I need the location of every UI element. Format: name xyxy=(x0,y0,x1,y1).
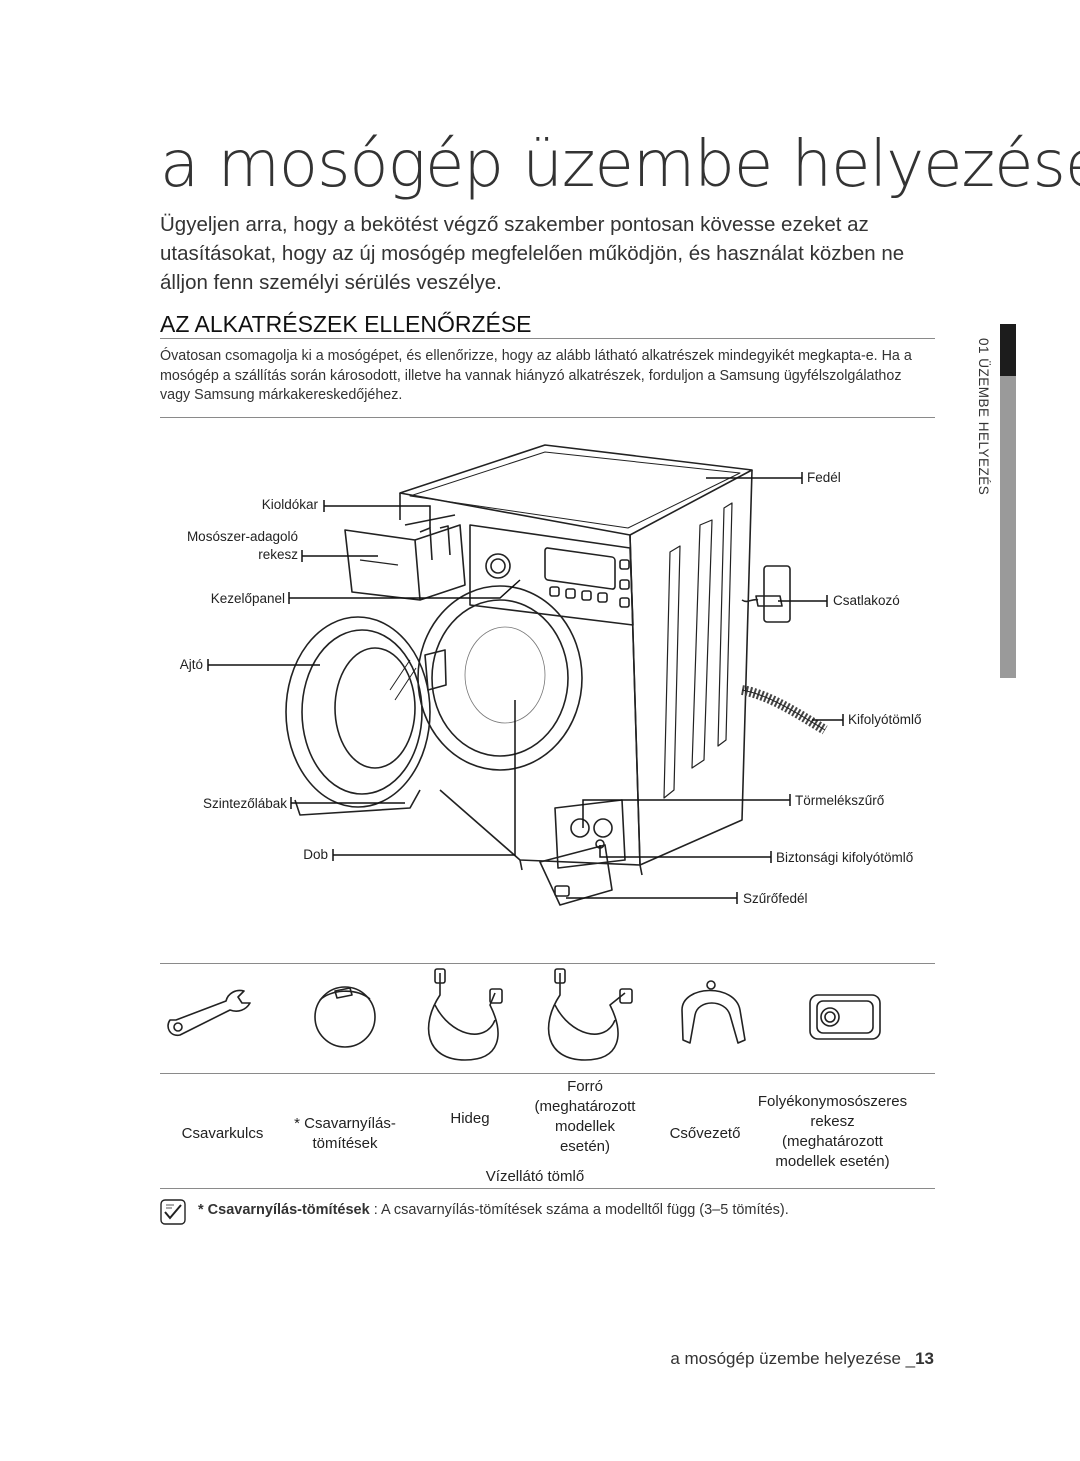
chapter-side-tab: 01 ÜZEMBE HELYEZÉS xyxy=(968,324,1018,678)
label-door: Ajtó xyxy=(179,657,203,672)
spanner-icon xyxy=(167,989,251,1037)
plug-socket xyxy=(763,565,791,623)
label-emergency-drain: Biztonsági kifolyótömlő xyxy=(776,850,914,865)
side-tab-label: 01 ÜZEMBE HELYEZÉS xyxy=(976,338,991,496)
accessories-mid-divider xyxy=(160,1073,935,1074)
page-title: a mosógép üzembe helyezése xyxy=(160,128,1080,202)
hole-cap-icon xyxy=(314,986,376,1048)
drum-opening xyxy=(417,585,583,771)
debris-filter-frame xyxy=(554,799,626,869)
section-title: AZ ALKATRÉSZEK ELLENŐRZÉSE xyxy=(160,311,532,337)
body-divider xyxy=(160,417,935,418)
leveling-feet xyxy=(294,789,421,816)
accessory-cold-hose: Hideg xyxy=(450,1110,490,1127)
label-control-panel: Kezelőpanel xyxy=(210,591,285,606)
label-drum: Dob xyxy=(303,847,328,862)
liquid-compartment-icon xyxy=(809,994,881,1040)
label-drain-hose: Kifolyótömlő xyxy=(848,712,922,727)
label-lid: Fedél xyxy=(807,470,841,485)
drain-hose-shape xyxy=(740,685,828,735)
accessory-liquid-compartment-line4: modellek esetén) xyxy=(775,1153,890,1170)
filter-cover-shape xyxy=(539,844,613,906)
note-icon xyxy=(160,1199,186,1225)
label-filter-cover: Szűrőfedél xyxy=(743,891,808,906)
accessory-hole-caps-line1: * Csavarnyílás- xyxy=(294,1115,396,1132)
section-divider xyxy=(160,338,935,339)
accessory-hot-hose-line2: (meghatározott xyxy=(534,1098,636,1115)
control-panel-shape xyxy=(469,524,634,626)
label-plug: Csatlakozó xyxy=(833,593,900,608)
side-tab-bar xyxy=(1000,376,1016,678)
note-text: * Csavarnyílás-tömítések : A csavarnyílá… xyxy=(198,1202,789,1218)
hose-guide-icon xyxy=(681,980,746,1044)
label-detergent-drawer: Mosószer-adagoló xyxy=(186,529,298,544)
accessory-hot-hose-line4: esetén) xyxy=(559,1138,611,1155)
washing-machine-diagram xyxy=(207,444,844,906)
hot-hose-icon xyxy=(547,968,633,1061)
cold-hose-icon xyxy=(427,968,503,1061)
accessory-liquid-compartment-line1: Folyékonymosószeres xyxy=(757,1093,908,1110)
accessory-liquid-compartment: Folyékonymosószeres rekesz (meghatározot… xyxy=(750,1092,915,1172)
accessory-hose-guide: Csővezető xyxy=(669,1125,741,1142)
accessory-hole-caps-line2: tömítések xyxy=(312,1135,378,1152)
accessories-illustrations xyxy=(167,968,881,1061)
accessory-hole-caps: * Csavarnyílás- tömítések xyxy=(280,1114,410,1154)
label-debris-filter: Törmelékszűrő xyxy=(795,793,885,808)
accessory-water-supply-hose: Vízellátó tömlő xyxy=(485,1168,585,1185)
front-panel xyxy=(399,493,641,866)
accessory-liquid-compartment-line3: (meghatározott xyxy=(782,1133,883,1150)
accessories-bottom-divider xyxy=(160,1188,935,1189)
note-bold: * Csavarnyílás-tömítések xyxy=(198,1202,370,1218)
intro-paragraph: Ügyeljen arra, hogy a bekötést végző sza… xyxy=(160,213,905,294)
door-shape xyxy=(285,616,431,808)
detergent-drawer-front xyxy=(344,529,421,601)
label-leveling-feet: Szintezőlábak xyxy=(202,796,287,811)
accessory-spanner: Csavarkulcs xyxy=(181,1125,264,1142)
label-release-lever: Kioldókar xyxy=(261,497,318,512)
accessory-hot-hose-line3: modellek xyxy=(554,1118,616,1135)
accessory-hot-hose-line1: Forró xyxy=(567,1078,603,1095)
accessory-hot-hose: Forró (meghatározott modellek esetén) xyxy=(510,1077,660,1157)
lid-shape xyxy=(399,444,753,536)
side-tab-marker xyxy=(1000,324,1016,376)
accessories-top-divider xyxy=(160,963,935,964)
accessory-liquid-compartment-line2: rekesz xyxy=(810,1113,855,1130)
side-panel xyxy=(629,469,753,866)
label-detergent-drawer-2: rekesz xyxy=(258,547,298,562)
section-body: Óvatosan csomagolja ki a mosógépet, és e… xyxy=(160,348,912,403)
note-body: : A csavarnyílás-tömítések száma a model… xyxy=(369,1202,789,1218)
page-footer: a mosógép üzembe helyezése _13 xyxy=(670,1349,934,1369)
page-number: 13 xyxy=(915,1349,934,1368)
footer-text: a mosógép üzembe helyezése _ xyxy=(670,1349,916,1368)
